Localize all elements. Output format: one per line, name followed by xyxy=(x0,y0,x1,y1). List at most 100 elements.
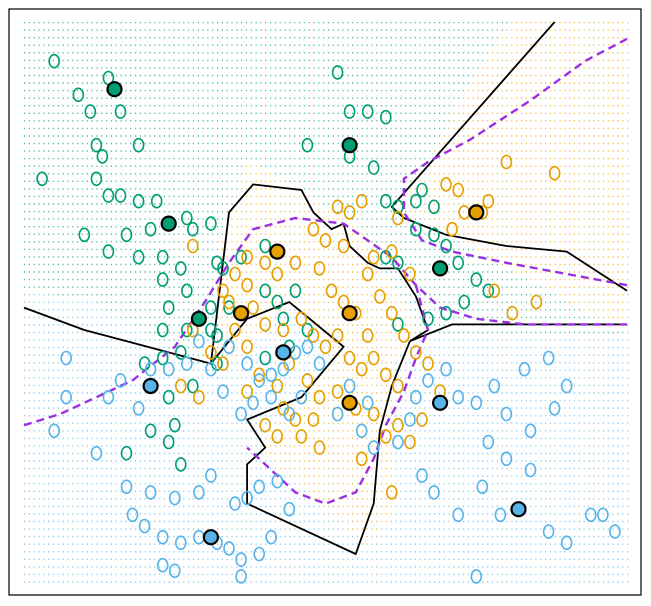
data-point-class-0 xyxy=(181,210,193,226)
data-point-class-2 xyxy=(488,378,501,394)
data-point-class-2 xyxy=(524,423,537,439)
data-point-class-2 xyxy=(102,389,115,405)
data-point-class-1 xyxy=(367,406,380,422)
data-point-class-2 xyxy=(295,389,308,405)
data-point-class-1 xyxy=(175,378,187,394)
prototype-class-1 xyxy=(341,394,358,411)
data-point-class-0 xyxy=(410,221,422,237)
data-point-class-0 xyxy=(428,227,440,243)
data-point-class-0 xyxy=(114,188,127,203)
data-points xyxy=(36,53,621,584)
data-point-class-2 xyxy=(90,445,103,461)
data-point-class-2 xyxy=(283,406,296,422)
data-point-class-1 xyxy=(379,429,392,444)
data-point-class-1 xyxy=(331,199,344,215)
data-point-class-1 xyxy=(229,322,241,338)
data-point-class-1 xyxy=(355,361,368,377)
data-point-class-2 xyxy=(265,367,278,383)
data-point-class-0 xyxy=(259,350,272,366)
data-point-class-2 xyxy=(428,485,440,500)
data-point-class-2 xyxy=(60,350,72,366)
data-point-class-2 xyxy=(416,468,428,483)
data-point-class-0 xyxy=(259,283,272,299)
data-point-class-0 xyxy=(156,322,169,338)
data-point-class-0 xyxy=(379,109,392,125)
data-point-class-1 xyxy=(379,367,392,383)
data-point-class-0 xyxy=(120,227,133,243)
prototype-class-0 xyxy=(432,260,449,277)
prototype-class-2 xyxy=(275,344,292,361)
data-point-class-0 xyxy=(132,137,145,153)
data-point-class-0 xyxy=(169,417,181,433)
data-point-class-0 xyxy=(150,193,163,209)
data-point-class-0 xyxy=(392,199,404,215)
data-point-class-0 xyxy=(120,445,133,461)
data-point-class-2 xyxy=(253,546,266,562)
data-point-class-2 xyxy=(609,524,621,539)
data-point-class-0 xyxy=(361,104,374,119)
data-point-class-1 xyxy=(271,266,284,282)
data-point-class-2 xyxy=(482,434,495,450)
data-point-class-0 xyxy=(181,322,193,338)
data-point-class-0 xyxy=(144,423,157,439)
data-point-class-2 xyxy=(120,479,133,495)
data-point-class-0 xyxy=(72,87,85,103)
data-point-class-1 xyxy=(259,417,272,433)
data-point-class-0 xyxy=(452,255,465,271)
data-point-class-0 xyxy=(102,188,115,203)
bayes-boundary-1 xyxy=(402,37,628,287)
data-point-class-0 xyxy=(132,249,145,265)
data-point-class-1 xyxy=(289,255,302,271)
data-point-class-2 xyxy=(175,535,187,551)
data-point-class-0 xyxy=(392,317,404,332)
data-point-class-1 xyxy=(319,233,332,248)
data-point-class-1 xyxy=(307,328,320,343)
data-point-class-1 xyxy=(398,328,410,343)
data-point-class-2 xyxy=(500,406,513,422)
data-point-class-0 xyxy=(144,221,157,237)
prototype-class-2 xyxy=(202,529,219,546)
data-point-class-0 xyxy=(379,193,392,209)
data-point-class-0 xyxy=(78,227,91,243)
data-point-class-2 xyxy=(476,479,489,495)
data-point-class-2 xyxy=(361,395,374,411)
data-point-class-1 xyxy=(187,238,199,254)
data-point-class-0 xyxy=(90,137,103,153)
data-point-class-0 xyxy=(132,193,145,209)
data-point-class-2 xyxy=(560,535,573,551)
data-point-class-2 xyxy=(156,557,169,573)
prototype-class-0 xyxy=(160,215,177,232)
data-point-class-0 xyxy=(259,238,272,254)
prototype-class-2 xyxy=(142,377,159,395)
data-point-class-2 xyxy=(162,361,175,377)
data-point-class-0 xyxy=(156,249,169,265)
data-point-class-0 xyxy=(289,283,302,299)
data-point-class-2 xyxy=(253,373,266,388)
data-point-class-0 xyxy=(162,389,175,405)
data-point-class-1 xyxy=(506,305,519,321)
data-point-class-2 xyxy=(235,569,247,584)
data-point-class-0 xyxy=(156,350,169,366)
data-point-class-1 xyxy=(205,345,217,360)
data-point-class-2 xyxy=(247,395,259,411)
data-point-class-2 xyxy=(235,406,247,422)
data-point-class-2 xyxy=(542,524,555,539)
prototype-boundary-0 xyxy=(23,300,411,556)
data-point-class-0 xyxy=(367,160,380,175)
data-point-class-1 xyxy=(193,389,205,405)
data-point-class-1 xyxy=(331,384,344,399)
data-point-class-0 xyxy=(187,378,199,394)
data-point-class-2 xyxy=(193,485,205,500)
data-point-class-0 xyxy=(235,249,247,265)
prototype-boundary-3 xyxy=(390,21,628,292)
data-point-class-1 xyxy=(488,283,501,299)
data-point-class-2 xyxy=(392,434,404,450)
data-point-class-1 xyxy=(440,177,452,192)
data-point-class-2 xyxy=(404,412,416,427)
data-point-class-0 xyxy=(175,261,187,276)
data-point-class-0 xyxy=(331,65,344,80)
data-point-class-1 xyxy=(217,283,229,299)
data-point-class-0 xyxy=(205,300,217,315)
data-point-class-1 xyxy=(319,339,332,355)
